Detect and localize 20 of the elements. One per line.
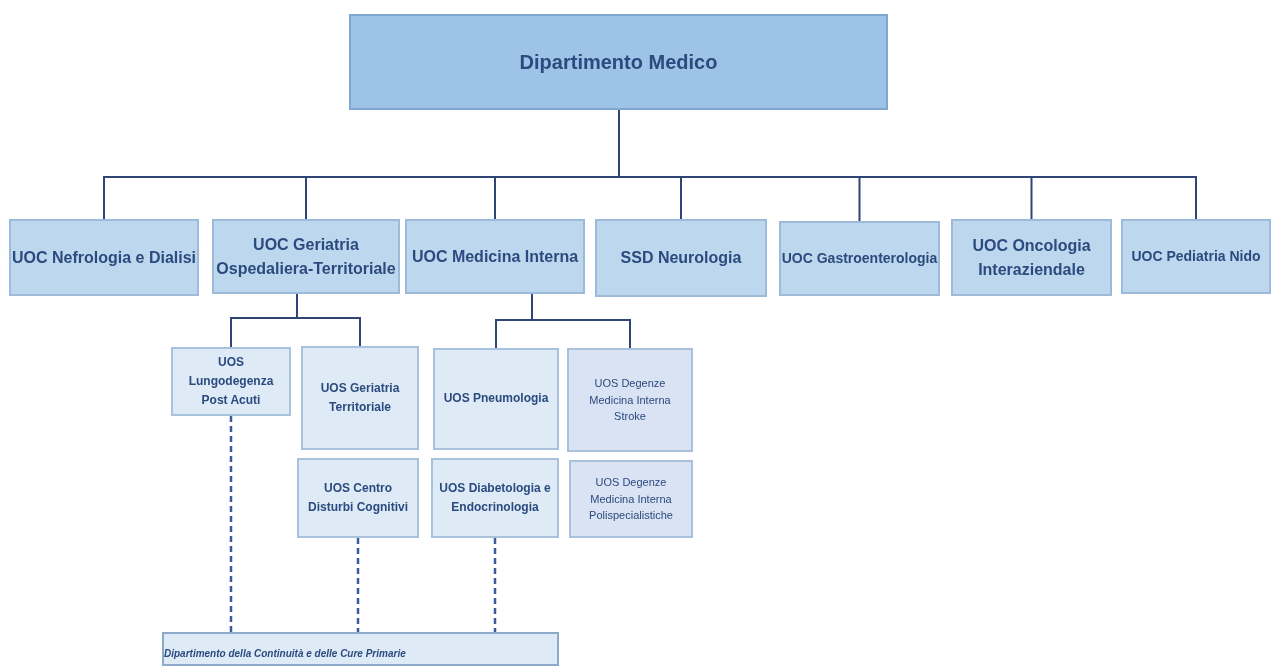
org-unit-box: UOS Diabetologia e Endocrinologia — [431, 458, 559, 538]
org-unit-box: UOS Degenze Medicina Interna Polispecialistiche — [569, 460, 693, 538]
org-unit-box: UOC Pediatria Nido — [1121, 219, 1271, 294]
org-unit-box: UOS Lungodegenza Post Acuti — [171, 347, 291, 416]
org-unit-box: UOS Geriatria Territoriale — [301, 346, 419, 450]
org-unit-box: Dipartimento della Continuità e delle Cure Primarie — [162, 632, 559, 666]
org-unit-box: Dipartimento Medico — [349, 14, 888, 110]
org-unit-box: UOC Gastroenterologia — [779, 221, 940, 296]
connector-line — [356, 538, 360, 632]
connector-line — [296, 293, 361, 347]
connector-line — [229, 416, 233, 632]
org-unit-box: UOC Geriatria Ospedaliera-Territoriale — [212, 219, 400, 294]
org-unit-box: UOC Nefrologia e Dialisi — [9, 219, 199, 296]
connector-line — [493, 538, 497, 632]
org-unit-box: UOC Medicina Interna — [405, 219, 585, 294]
org-unit-box: SSD Neurologia — [595, 219, 767, 297]
org-unit-box: UOC Oncologia Interaziendale — [951, 219, 1112, 296]
org-unit-box: UOS Degenze Medicina Interna Stroke — [567, 348, 693, 452]
org-unit-box: UOS Pneumologia — [433, 348, 559, 450]
org-unit-box: UOS Centro Disturbi Cognitivi — [297, 458, 419, 538]
